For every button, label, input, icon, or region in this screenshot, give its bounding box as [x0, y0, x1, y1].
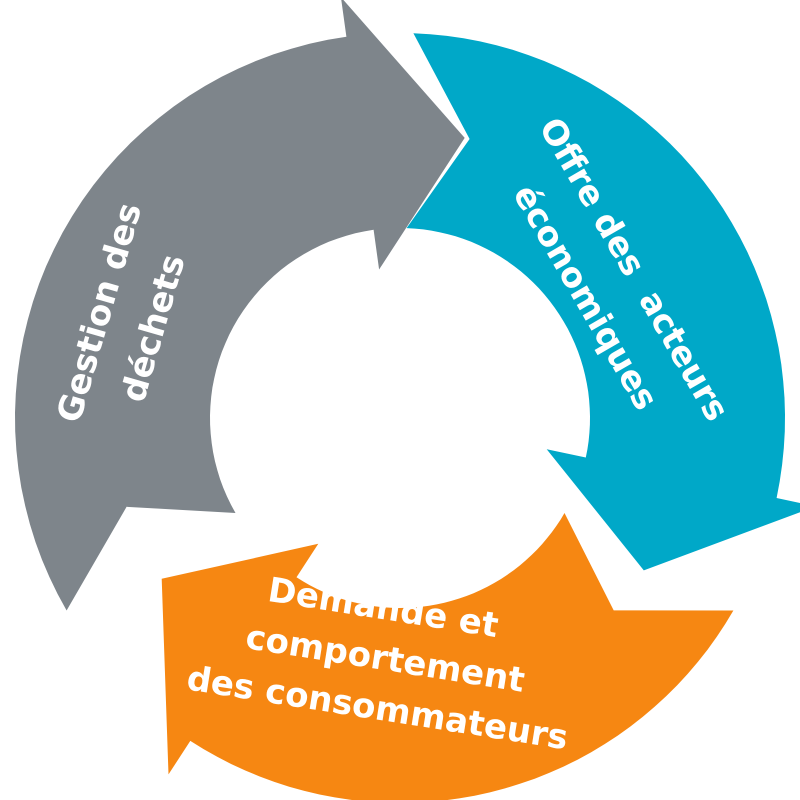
arrow-offre [406, 33, 800, 571]
arrow-demande [161, 513, 734, 800]
arrow-gestion [15, 0, 465, 611]
arrows-group [15, 0, 800, 800]
